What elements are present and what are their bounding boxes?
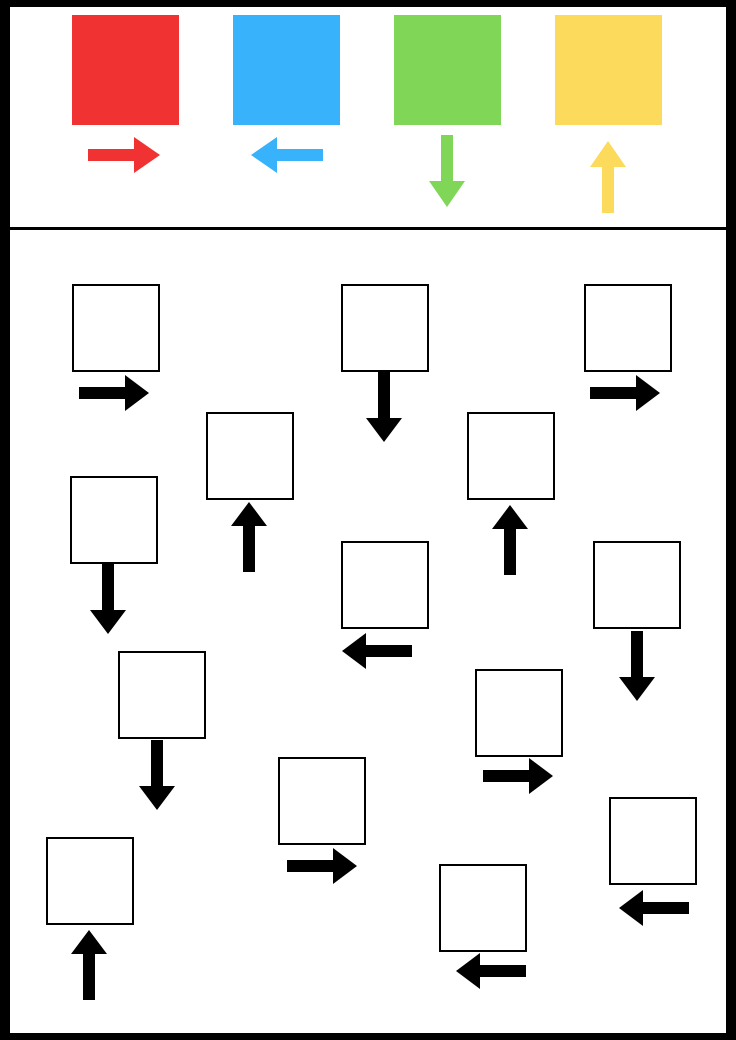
arrow-left-icon [619,890,689,926]
arrow-down-icon [429,135,465,207]
arrow-up-icon [231,502,267,572]
arrow-down-icon [139,740,175,810]
arrow-right-icon [88,137,160,173]
answer-box[interactable] [206,412,294,500]
legend-square-blue [233,15,340,125]
answer-box[interactable] [609,797,697,885]
answer-box[interactable] [439,864,527,952]
arrow-down-icon [366,372,402,442]
arrow-right-icon [79,375,149,411]
arrow-left-icon [342,633,412,669]
legend-divider [10,227,726,230]
answer-box[interactable] [341,284,429,372]
arrow-right-icon [287,848,357,884]
arrow-down-icon [619,631,655,701]
answer-box[interactable] [72,284,160,372]
answer-box[interactable] [341,541,429,629]
arrow-right-icon [590,375,660,411]
answer-box[interactable] [278,757,366,845]
arrow-up-icon [492,505,528,575]
answer-box[interactable] [593,541,681,629]
arrow-left-icon [251,137,323,173]
arrow-left-icon [456,953,526,989]
answer-box[interactable] [467,412,555,500]
arrow-right-icon [483,758,553,794]
arrow-up-icon [590,141,626,213]
arrow-down-icon [90,564,126,634]
legend-square-yellow [555,15,662,125]
answer-box[interactable] [118,651,206,739]
answer-box[interactable] [46,837,134,925]
answer-box[interactable] [70,476,158,564]
arrow-up-icon [71,930,107,1000]
answer-box[interactable] [475,669,563,757]
legend-square-green [394,15,501,125]
answer-box[interactable] [584,284,672,372]
legend-square-red [72,15,179,125]
